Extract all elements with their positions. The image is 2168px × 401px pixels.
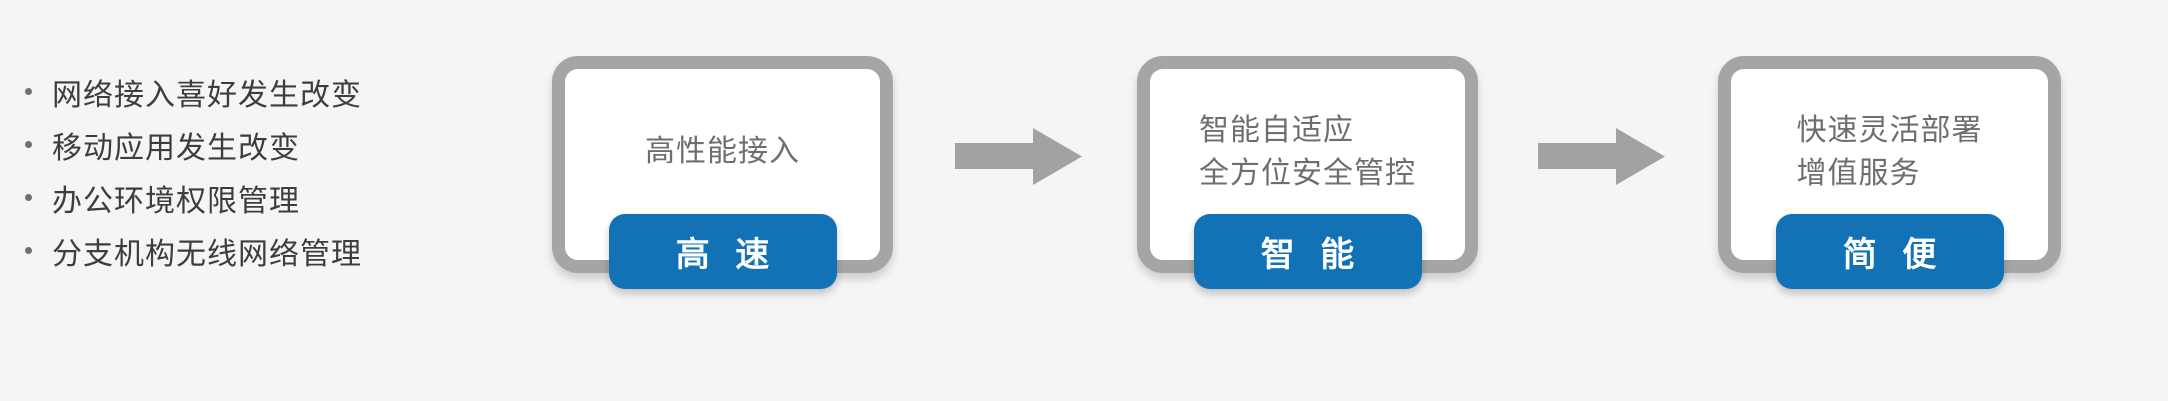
step-3-line-2: 增值服务 [1796, 156, 1921, 190]
step-1-line-1: 高性能接入 [645, 135, 800, 168]
pain-point-text: 办公环境权限管理 [52, 184, 300, 218]
step-2-line-1: 智能自适应 [1199, 113, 1354, 147]
list-item: 移动应用发生改变 [25, 118, 362, 171]
step-3-line-1: 快速灵活部署 [1796, 113, 1983, 147]
bullet-icon [25, 247, 32, 254]
pain-point-text: 网络接入喜好发生改变 [52, 78, 362, 112]
pain-point-text: 分支机构无线网络管理 [52, 237, 362, 271]
bullet-icon [25, 88, 32, 95]
bullet-icon [25, 141, 32, 148]
list-item: 网络接入喜好发生改变 [25, 65, 362, 118]
pain-point-list: 网络接入喜好发生改变 移动应用发生改变 办公环境权限管理 分支机构无线网络管理 [25, 65, 362, 277]
list-item: 分支机构无线网络管理 [25, 224, 362, 277]
bullet-icon [25, 194, 32, 201]
step-2-description: 智能自适应 全方位安全管控 [1150, 69, 1465, 218]
right-arrow-icon [1538, 128, 1665, 185]
right-arrow-icon [955, 128, 1082, 185]
flow-step-box-2: 智能自适应 全方位安全管控 智 能 [1137, 56, 1478, 289]
step-2-badge: 智 能 [1193, 214, 1422, 289]
step-3-description: 快速灵活部署 增值服务 [1731, 69, 2048, 218]
step-3-badge: 简 便 [1775, 214, 2004, 289]
step-2-line-2: 全方位安全管控 [1199, 156, 1416, 190]
flow-step-box-3: 快速灵活部署 增值服务 简 便 [1718, 56, 2061, 289]
step-1-description: 高性能接入 [565, 69, 880, 218]
list-item: 办公环境权限管理 [25, 171, 362, 224]
pain-point-text: 移动应用发生改变 [52, 131, 300, 165]
flow-step-box-1: 高性能接入 高 速 [552, 56, 893, 289]
step-1-badge: 高 速 [608, 214, 837, 289]
